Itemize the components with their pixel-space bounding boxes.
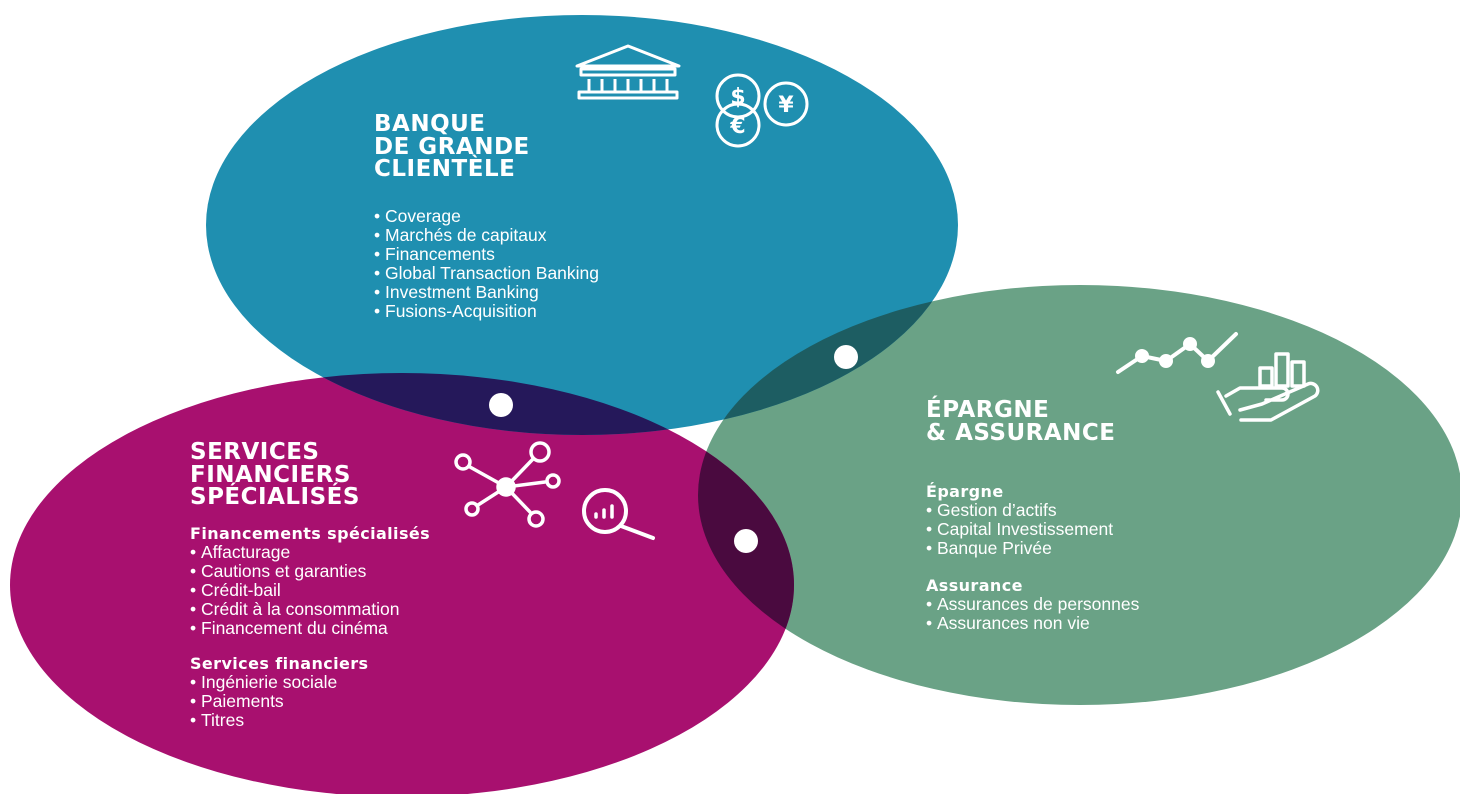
- services-list: Affacturage Cautions et garanties Crédit…: [190, 542, 430, 638]
- banque-item: Marchés de capitaux: [374, 225, 599, 245]
- svg-text:$: $: [730, 85, 745, 110]
- services-item: Cautions et garanties: [190, 561, 430, 581]
- connector-dot-banque-services: [489, 393, 513, 417]
- epargne-title-line: & ASSURANCE: [926, 419, 1116, 446]
- services-group-heading: Services financiers: [190, 653, 369, 673]
- services-item: Crédit à la consommation: [190, 599, 430, 619]
- banque-item: Global Transaction Banking: [374, 263, 599, 283]
- services-group-heading: Financements spécialisés: [190, 523, 431, 543]
- services-title: SERVICES FINANCIERS SPÉCIALISÉS: [190, 441, 430, 509]
- services-list: Ingénierie sociale Paiements Titres: [190, 672, 430, 730]
- connector-dot-services-epargne: [734, 529, 758, 553]
- services-item: Crédit-bail: [190, 580, 430, 600]
- banque-item: Investment Banking: [374, 282, 599, 302]
- network-nodes-icon: [454, 441, 561, 528]
- banque-title-line: CLIENTÈLE: [374, 156, 516, 183]
- services-item: Financement du cinéma: [190, 618, 430, 638]
- epargne-item: Gestion d’actifs: [926, 501, 1139, 520]
- services-title-line: SPÉCIALISÉS: [190, 484, 360, 511]
- magnifier-chart-icon: [582, 488, 655, 540]
- epargne-block: ÉPARGNE & ASSURANCE Épargne Gestion d’ac…: [926, 399, 1139, 633]
- services-item: Affacturage: [190, 542, 430, 562]
- services-item: Paiements: [190, 691, 430, 711]
- growth-line-chart-icon: [1116, 332, 1238, 374]
- svg-text:¥: ¥: [778, 93, 794, 118]
- epargne-item: Capital Investissement: [926, 520, 1139, 539]
- banque-title-line: DE GRANDE: [374, 133, 530, 160]
- svg-text:€: €: [729, 114, 745, 139]
- services-block: SERVICES FINANCIERS SPÉCIALISÉS Financem…: [190, 441, 430, 730]
- connector-dot-banque-epargne: [834, 345, 858, 369]
- services-title-line: FINANCIERS: [190, 461, 351, 488]
- banque-block: BANQUE DE GRANDE CLIENTÈLE Coverage Marc…: [374, 113, 599, 321]
- banque-list: Coverage Marchés de capitaux Financement…: [374, 206, 599, 321]
- epargne-group-heading: Épargne: [926, 482, 1004, 502]
- epargne-title: ÉPARGNE & ASSURANCE: [926, 399, 1139, 444]
- services-item: Titres: [190, 710, 430, 730]
- epargne-list: Gestion d’actifs Capital Investissement …: [926, 501, 1139, 558]
- hand-bar-chart-icon: [1216, 352, 1320, 422]
- services-title-line: SERVICES: [190, 439, 320, 465]
- services-item: Ingénierie sociale: [190, 672, 430, 692]
- banque-item: Financements: [374, 244, 599, 264]
- bank-building-icon: [575, 44, 681, 100]
- epargne-list: Assurances de personnes Assurances non v…: [926, 595, 1139, 633]
- banque-title: BANQUE DE GRANDE CLIENTÈLE: [374, 113, 599, 181]
- currency-coins-icon: $ ¥ €: [715, 73, 809, 148]
- epargne-item: Banque Privée: [926, 539, 1139, 558]
- circle-epargne: [698, 285, 1460, 705]
- epargne-group-heading: Assurance: [926, 576, 1023, 596]
- banque-item: Fusions-Acquisition: [374, 301, 599, 321]
- epargne-item: Assurances non vie: [926, 614, 1139, 633]
- epargne-title-line: ÉPARGNE: [926, 397, 1050, 423]
- banque-title-line: BANQUE: [374, 111, 486, 137]
- epargne-item: Assurances de personnes: [926, 595, 1139, 614]
- banque-item: Coverage: [374, 206, 599, 226]
